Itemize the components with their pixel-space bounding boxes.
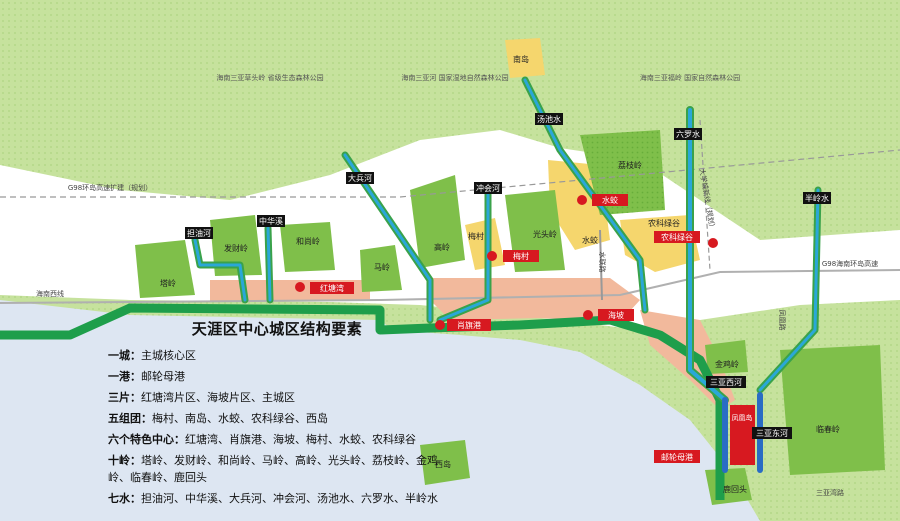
island-xidao <box>420 440 470 485</box>
legend-row: 一城：主城核心区 <box>108 347 438 364</box>
legend-row-value: 担油河、中华溪、大兵河、冲会河、汤池水、六罗水、半岭水 <box>141 492 438 505</box>
legend-row-key: 三片： <box>108 391 141 404</box>
legend-row-value: 红塘湾片区、海坡片区、主城区 <box>141 391 295 404</box>
svg-text:马岭: 马岭 <box>374 262 390 272</box>
expressway-line <box>0 269 900 304</box>
legend-row: 十岭：塔岭、发财岭、和尚岭、马岭、高岭、光头岭、荔枝岭、金鸡岭、临春岭、鹿回头 <box>108 452 438 486</box>
svg-text:金鸡岭: 金鸡岭 <box>715 359 739 369</box>
center-dot-nongke <box>708 238 718 248</box>
legend-title: 天涯区中心城区结构要素 <box>191 320 363 338</box>
svg-text:担油河: 担油河 <box>187 228 211 238</box>
legend-row-key: 五组团： <box>108 412 152 425</box>
center-dot-hongtang <box>295 282 305 292</box>
road-label-south2: 三亚湾路 <box>816 488 844 497</box>
svg-text:红塘湾: 红塘湾 <box>320 283 344 293</box>
svg-text:梅村: 梅村 <box>468 231 484 241</box>
center-dot-xiaoqi <box>435 320 445 330</box>
legend-row-key: 一城： <box>108 349 141 362</box>
center-dot-haipo <box>583 310 593 320</box>
svg-text:大兵河: 大兵河 <box>348 173 372 183</box>
svg-text:农科绿谷: 农科绿谷 <box>648 218 680 228</box>
svg-text:光头岭: 光头岭 <box>533 229 557 239</box>
center-dot-shuijiao <box>577 195 587 205</box>
hill-facai <box>210 215 262 276</box>
svg-text:南岛: 南岛 <box>513 54 529 64</box>
svg-text:三亚西河: 三亚西河 <box>710 377 742 387</box>
legend-row-key: 十岭： <box>108 454 141 467</box>
port-label-box <box>654 450 700 463</box>
legend-row: 一港：邮轮母港 <box>108 368 438 385</box>
group-labels: 梅村 南岛 水蛟 农科绿谷 西岛 <box>435 54 680 469</box>
legend-row-value: 塔岭、发财岭、和尚岭、马岭、高岭、光头岭、荔枝岭、金鸡岭、临春岭、鹿回头 <box>108 454 438 484</box>
svg-text:海坡: 海坡 <box>608 310 624 320</box>
center-labels: 红塘湾 肖旗港 海坡 梅村 水蛟 农科绿谷 <box>310 194 700 331</box>
svg-text:汤池水: 汤池水 <box>537 114 561 124</box>
road-label-south: 凤凰路 <box>778 310 787 331</box>
svg-text:和尚岭: 和尚岭 <box>296 236 320 246</box>
center-dot-meicun <box>487 251 497 261</box>
hill-tailing <box>135 240 195 298</box>
svg-text:水蛟: 水蛟 <box>582 235 598 245</box>
legend-row-key: 一港： <box>108 370 141 383</box>
new-line <box>599 229 603 301</box>
svg-text:肖旗港: 肖旗港 <box>457 320 481 330</box>
legend-row-value: 梅村、南岛、水蛟、农科绿谷、西岛 <box>152 412 328 425</box>
group-nandao <box>505 38 545 78</box>
svg-text:鹿回头: 鹿回头 <box>723 484 747 494</box>
road-label-plan: G98环岛高速扩建（规划） <box>68 183 152 192</box>
svg-text:中华溪: 中华溪 <box>259 216 283 226</box>
road-label-expressway: G98海南环岛高速 <box>822 259 878 268</box>
reserve-label-sanyahe: 海南三亚河 国家湿地自然森林公园 <box>401 73 508 82</box>
road-label-new: 水联路 <box>598 252 607 273</box>
svg-text:水蛟: 水蛟 <box>602 195 618 205</box>
legend-row-key: 六个特色中心： <box>108 433 185 446</box>
legend-row: 六个特色中心：红塘湾、肖旗港、海坡、梅村、水蛟、农科绿谷 <box>108 431 438 448</box>
reserve-label-caotou: 海南三亚草头岭 省级生态森林公园 <box>216 73 323 82</box>
port-label: 邮轮母港 <box>661 452 693 462</box>
hill-maling <box>360 245 402 292</box>
legend-row-value: 邮轮母港 <box>141 370 185 383</box>
road-label-west: 海南西线 <box>36 289 64 298</box>
svg-text:半岭水: 半岭水 <box>805 193 829 203</box>
hill-labels: 塔岭 发财岭 和尚岭 马岭 高岭 光头岭 荔枝岭 金鸡岭 临春岭 鹿回头 <box>160 160 840 494</box>
svg-text:三亚东河: 三亚东河 <box>756 428 788 438</box>
new-line-2 <box>699 119 711 271</box>
expressway-plan-line <box>0 149 900 198</box>
hill-dots <box>580 130 665 215</box>
legend: 天涯区中心城区结构要素 一城：主城核心区 一港：邮轮母港 三片：红塘湾片区、海坡… <box>108 318 438 511</box>
legend-row-value: 红塘湾、肖旗港、海坡、梅村、水蛟、农科绿谷 <box>185 433 416 446</box>
svg-text:高岭: 高岭 <box>434 242 450 252</box>
svg-text:西岛: 西岛 <box>435 459 451 469</box>
port-area-label: 凤凰岛 <box>732 413 753 422</box>
svg-text:冲会河: 冲会河 <box>476 183 500 193</box>
river-labels: 担油河 中华溪 大兵河 冲会河 汤池水 六罗水 半岭水 三亚西河 三亚东河 <box>185 113 831 439</box>
legend-row-value: 主城核心区 <box>141 349 196 362</box>
svg-text:梅村: 梅村 <box>513 251 529 261</box>
legend-row-key: 七水： <box>108 492 141 505</box>
reserve-label-fuling: 海南三亚福岭 国家自然森林公园 <box>640 73 740 82</box>
svg-text:农科绿谷: 农科绿谷 <box>661 232 693 242</box>
legend-row: 三片：红塘湾片区、海坡片区、主城区 <box>108 389 438 406</box>
svg-text:塔岭: 塔岭 <box>160 278 176 288</box>
svg-text:六罗水: 六罗水 <box>676 129 700 139</box>
hill-gaoling <box>410 175 465 268</box>
hill-heshang <box>280 222 335 272</box>
legend-row: 五组团：梅村、南岛、水蛟、农科绿谷、西岛 <box>108 410 438 427</box>
legend-row: 七水：担油河、中华溪、大兵河、冲会河、汤池水、六罗水、半岭水 <box>108 490 438 507</box>
svg-text:发财岭: 发财岭 <box>224 243 248 253</box>
hill-linchun <box>780 345 885 475</box>
hill-jinji <box>705 340 748 374</box>
svg-text:荔枝岭: 荔枝岭 <box>618 160 642 170</box>
svg-text:临春岭: 临春岭 <box>816 424 840 434</box>
port-area <box>730 405 755 465</box>
